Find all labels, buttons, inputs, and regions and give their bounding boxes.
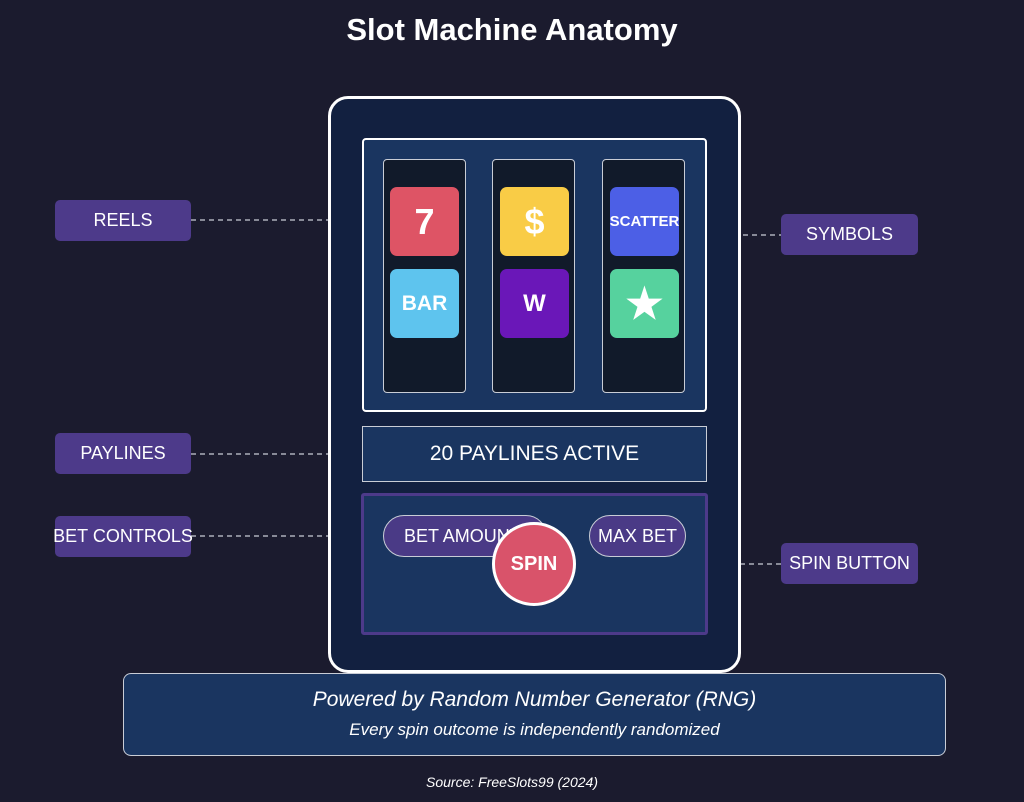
spin-button-label: SPIN BUTTON — [781, 543, 918, 584]
spin-button[interactable]: SPIN — [492, 522, 576, 606]
bar-icon: BAR — [390, 269, 459, 338]
diagram-title: Slot Machine Anatomy — [346, 12, 678, 47]
paylines-display: 20 PAYLINES ACTIVE — [362, 426, 707, 482]
paylines-label: PAYLINES — [55, 433, 191, 474]
star-icon: ★ — [610, 269, 679, 338]
rng-subtext: Every spin outcome is independently rand… — [349, 720, 720, 739]
rng-info-box: Powered by Random Number Generator (RNG)… — [123, 673, 946, 756]
seven-icon: 7 — [390, 187, 459, 256]
wild-icon: W — [500, 269, 569, 338]
max-bet-button[interactable]: MAX BET — [589, 515, 686, 557]
bet-controls-label: BET CONTROLS — [53, 516, 193, 557]
scatter-icon: SCATTER — [610, 187, 679, 256]
symbols-label: SYMBOLS — [781, 214, 918, 255]
source-note: Source: FreeSlots99 (2024) — [426, 774, 598, 790]
dollar-icon: $ — [500, 187, 569, 256]
rng-heading: Powered by Random Number Generator (RNG) — [312, 688, 757, 711]
reels-label: REELS — [55, 200, 191, 241]
